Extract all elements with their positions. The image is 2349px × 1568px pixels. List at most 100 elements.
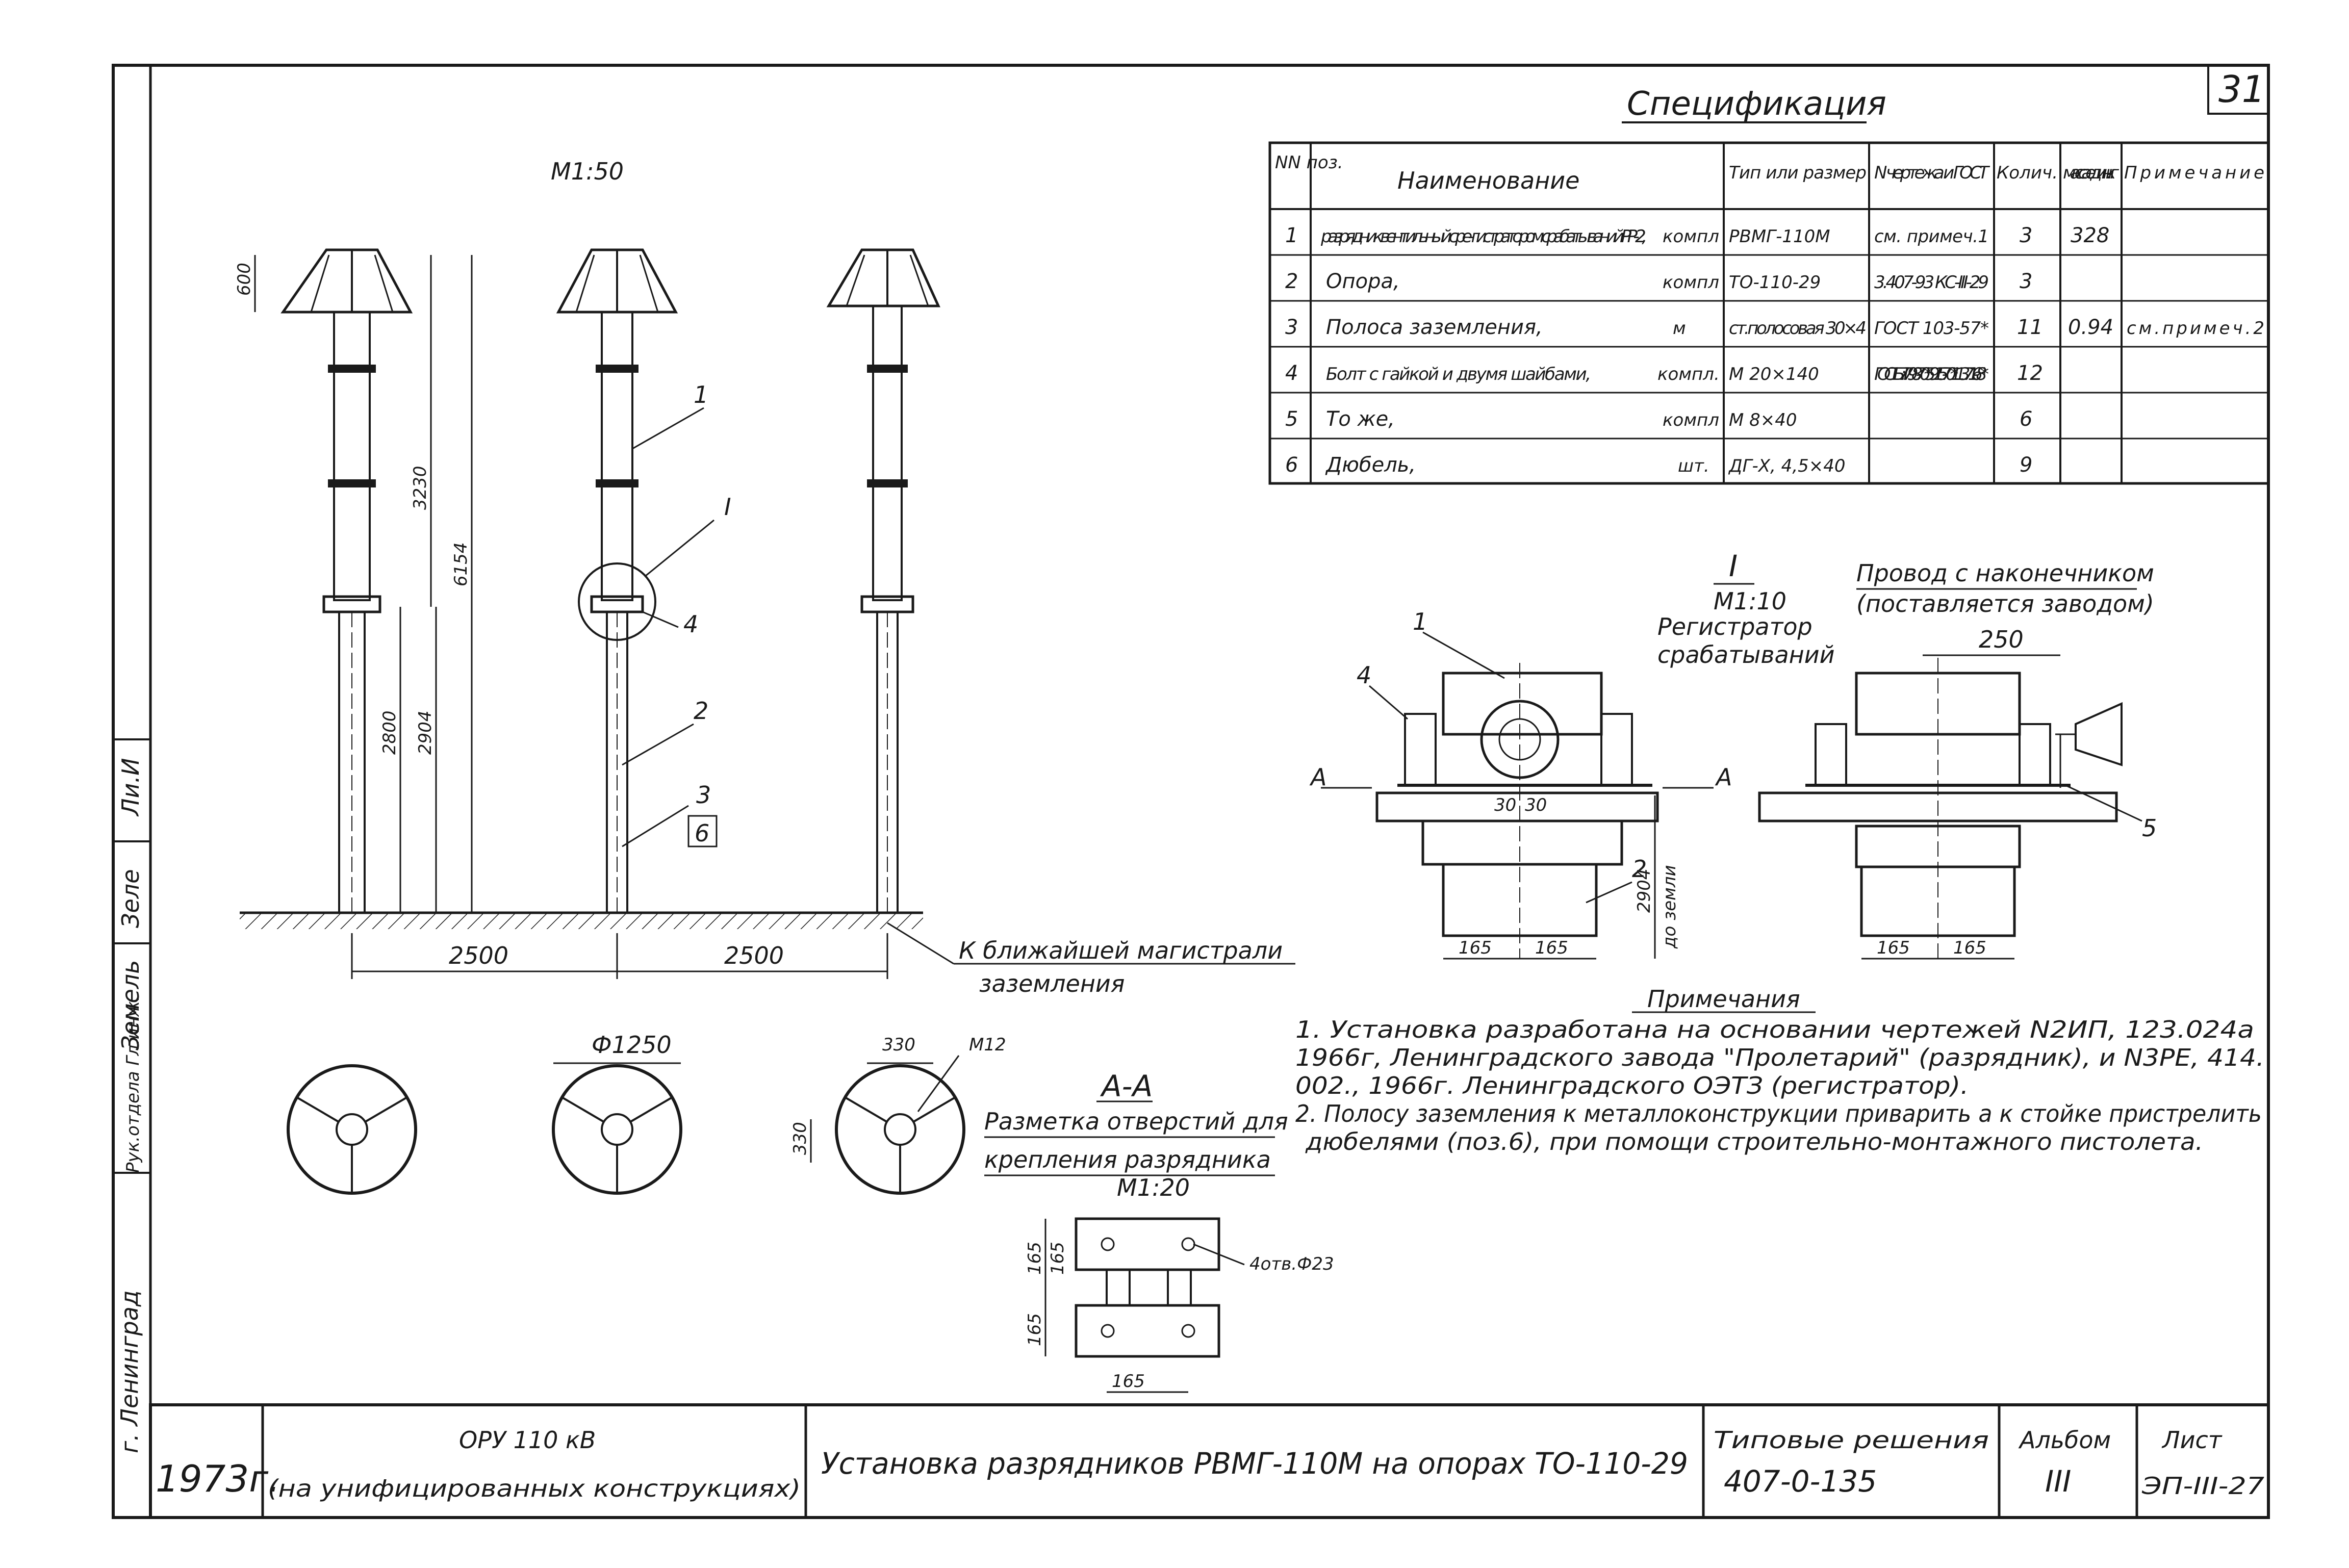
spec-row-5-pos: 5: [1285, 407, 1298, 431]
spec-row-6-name: Дюбель,: [1325, 453, 1416, 477]
section-AA: А-А Разметка отверстий для крепления раз…: [984, 1069, 1334, 1393]
section-AA-title: А-А: [1100, 1069, 1153, 1103]
title-block: 1973г. ОРУ 110 кВ (на унифицированных ко…: [149, 1403, 2270, 1519]
callout-I: I: [724, 493, 731, 521]
spec-row-6-unit: шт.: [1678, 456, 1709, 476]
sheet-number: 31: [2218, 68, 2265, 111]
title-year: 1973г.: [156, 1457, 280, 1500]
spec-row-2-type: ТО-110-29: [1729, 272, 1821, 293]
section-AA-dim-165-b: 165: [1048, 1242, 1068, 1275]
spec-row-1-name: разрядник вентильный с ре- гистратором с…: [1320, 226, 1647, 247]
detail-wire-callout-5: 5: [2142, 814, 2157, 842]
spec-row-4-qty: 12: [2017, 362, 2043, 385]
sheet-number-box: 31: [2207, 64, 2269, 115]
detail-I: I М1:10 Регистратор срабатываний 1 4 2 А…: [1309, 549, 1835, 960]
detail-I-dim-30-a: 30: [1494, 795, 1516, 815]
notes-line-5: дюбелями (поз.6), при помощи строительно…: [1305, 1128, 2203, 1155]
detail-I-registrar-2: срабатываний: [1657, 641, 1835, 669]
notes-title: Примечания: [1647, 985, 1800, 1013]
spec-row-1-unit: компл: [1663, 226, 1719, 247]
dim-600: 600: [234, 263, 254, 296]
detail-wire-dim-250: 250: [1979, 626, 2024, 653]
title-org-1: ОРУ 110 кВ: [459, 1426, 596, 1454]
detail-I-scale: М1:10: [1714, 587, 1786, 615]
detail-I-label: I: [1729, 549, 1738, 583]
section-AA-holes: 4отв.Ф23: [1249, 1254, 1334, 1274]
spec-row-2-gost: 3.407-93 КС-III-29: [1874, 272, 1989, 293]
detail-I-callout-2: 2: [1632, 855, 1647, 883]
spec-row-3-name: Полоса заземления,: [1326, 316, 1543, 339]
detail-I-section-A-left: А: [1309, 763, 1326, 791]
callout-1: 1: [694, 381, 708, 408]
title-sheet-label: Лист: [2161, 1426, 2223, 1454]
spec-row-4-gost: ГОСТЫ: 7798-70* 5915-70* 11371-68*: [1874, 364, 1989, 384]
plan-diameter: Ф1250: [592, 1031, 672, 1059]
section-AA-scale: М1:20: [1117, 1174, 1190, 1201]
detail-wire-title-1: Провод с наконечником: [1856, 559, 2154, 587]
spec-row-3-note: см.примеч.2: [2127, 318, 2264, 339]
plan-views: Ф1250 330 330 М12: [287, 1031, 1006, 1195]
callout-6: 6: [695, 819, 709, 847]
ground-note-2: заземления: [979, 970, 1125, 997]
section-AA-caption-1: Разметка отверстий для: [984, 1108, 1288, 1135]
spec-row-4-name: Болт с гайкой и двумя шайбами,: [1326, 364, 1591, 384]
spec-row-3-unit: м: [1673, 318, 1686, 339]
spec-row-4-pos: 4: [1285, 362, 1298, 385]
detail-wire-dim-165-a: 165: [1877, 938, 1910, 958]
dim-3230: 3230: [410, 466, 430, 510]
detail-I-callout-4: 4: [1357, 661, 1371, 689]
title-series-1: Типовые решения: [1714, 1426, 1989, 1454]
spec-table: Спецификация NN поз. Наименование Тип ил…: [1268, 85, 2270, 485]
spec-header-note: Примечание: [2124, 163, 2264, 183]
spec-row-5-name: То же,: [1326, 407, 1395, 431]
notes-line-1: 1. Установка разработана на основании че…: [1295, 1016, 2254, 1043]
dim-2904: 2904: [415, 710, 436, 755]
spec-row-3-gost: ГОСТ 103-57*: [1874, 318, 1989, 339]
spec-row-6-type: ДГ-X, 4,5×40: [1728, 456, 1846, 476]
margin-cell-3: Зеле: [117, 869, 144, 929]
plan-circle-2: Ф1250: [552, 1031, 682, 1195]
section-AA-dim-165-d: 165: [1112, 1371, 1145, 1392]
spec-row-1-gost: см. примеч.1: [1874, 226, 1989, 247]
dim-2800: 2800: [379, 710, 400, 755]
spec-title: Спецификация: [1627, 85, 1886, 123]
dim-2500-a: 2500: [449, 942, 508, 969]
detail-wire: Провод с наконечником (поставляется заво…: [1758, 559, 2157, 960]
spec-header-qty: Колич.: [1997, 163, 2058, 183]
section-AA-dim-165-c: 165: [1025, 1313, 1045, 1346]
spec-row-3-type: ст.полосовая 30×4: [1729, 318, 1867, 339]
detail-I-dim-30-b: 30: [1525, 795, 1547, 815]
spec-row-1-type: РВМГ-110М: [1729, 226, 1830, 247]
spec-row-5-unit: компл: [1663, 410, 1719, 430]
spec-row-3-pos: 3: [1285, 316, 1298, 339]
title-album-label: Альбом: [2018, 1426, 2111, 1454]
plan-circle-3: 330 330 М12: [790, 1035, 1006, 1195]
title-description: Установка разрядников РВМГ-110М на опора…: [821, 1446, 1688, 1481]
title-org-2: (на унифицированных конструкциях): [268, 1475, 801, 1502]
spec-row-4-unit: компл.: [1657, 364, 1720, 384]
spec-header-type: Тип или размер: [1729, 163, 1867, 183]
spec-row-6-qty: 9: [2020, 453, 2032, 477]
margin-cell-2: Земель: [117, 960, 144, 1050]
plan-circle-1: [287, 1064, 417, 1195]
detail-wire-title-2: (поставляется заводом): [1856, 590, 2154, 618]
plan-dim-330: 330: [882, 1035, 915, 1055]
spec-row-3-qty: 11: [2017, 316, 2043, 339]
dim-6154: 6154: [451, 542, 471, 586]
spec-header-mass: масса един. кг: [2063, 163, 2120, 183]
notes: Примечания 1. Установка разработана на о…: [1295, 985, 2264, 1155]
detail-I-section-A-right: А: [1715, 763, 1732, 791]
section-AA-caption-2: крепления разрядника: [984, 1146, 1271, 1173]
margin-city: г. Ленинград: [116, 1290, 143, 1453]
notes-line-4: 2. Полосу заземления к металлоконструкци…: [1295, 1100, 2262, 1127]
scale-main: М1:50: [551, 158, 624, 185]
title-sheet-value: ЭП-III-27: [2141, 1472, 2264, 1500]
title-series-2: 407-0-135: [1724, 1464, 1877, 1499]
plan-dim-330-vertical: 330: [790, 1122, 810, 1155]
spec-row-1-qty: 3: [2020, 224, 2032, 247]
spec-row-2-qty: 3: [2020, 270, 2032, 293]
elevation-view: М1:50: [234, 158, 1295, 997]
callout-2: 2: [694, 697, 708, 725]
detail-I-callout-1: 1: [1413, 608, 1427, 635]
